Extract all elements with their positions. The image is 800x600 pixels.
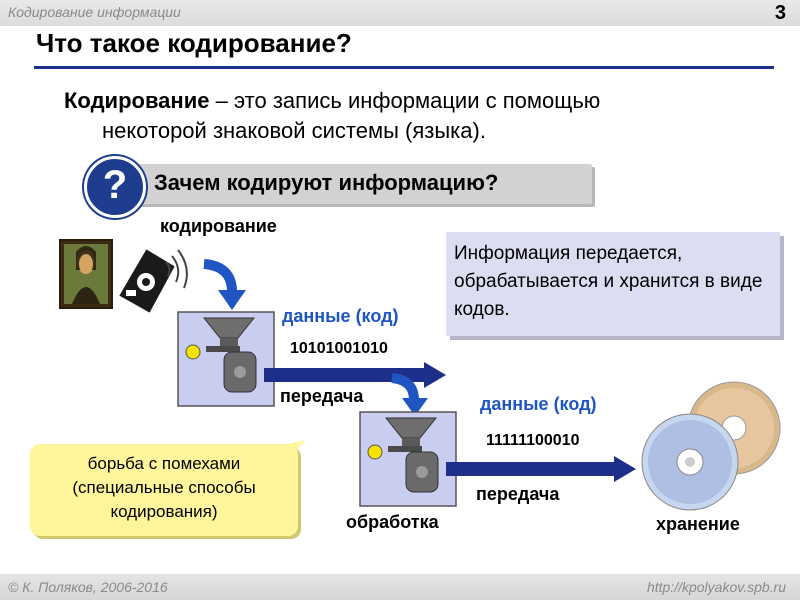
funnel-device-icon [185,317,257,393]
question-text: Зачем кодируют информацию? [154,170,499,195]
question-icon-glyph: ? [102,163,128,207]
note-box: борьба с помехами (специальные способы к… [30,444,298,536]
footer-copyright: © К. Поляков, 2006-2016 [8,579,168,595]
slide-title: Что такое кодирование? [36,28,352,58]
storage-label: хранение [656,514,740,534]
cd-disc-icon [641,381,781,511]
question-bar: Зачем кодируют информацию? [114,164,592,204]
title-divider [34,66,774,69]
definition-line2: некоторой знаковой системы (языка). [102,118,486,143]
code-value-1: 10101001010 [290,340,388,357]
data-label-1: данные (код) [282,306,399,326]
transfer-label-2: передача [476,484,560,504]
info-text: Информация передается, обрабатывается и … [454,243,763,320]
slide-number: 3 [774,2,786,24]
encoding-label: кодирование [160,216,277,236]
transfer-label-1: передача [280,386,364,406]
info-box: Информация передается, обрабатывается и … [446,232,780,336]
definition-term: Кодирование [64,88,210,113]
painting-image [59,239,113,309]
definition-text: Кодирование – это запись информации с по… [64,86,744,146]
data-label-2: данные (код) [480,394,597,414]
slide-subject: Кодирование информации [8,4,181,20]
footer-link[interactable]: http://kpolyakov.spb.ru [646,579,786,595]
slide-header: Кодирование информации 3 [0,0,800,26]
definition-rest: – это запись информации с помощью [209,88,601,113]
processing-label: обработка [346,512,439,532]
floppy-device-image [116,246,178,316]
question-icon: ? [84,156,146,218]
transfer-arrow-2 [446,456,636,482]
note-text: борьба с помехами (специальные способы к… [72,454,256,521]
funnel-device-icon-2 [367,417,439,493]
code-value-2: 11111100010 [486,432,580,449]
slide-footer: © К. Поляков, 2006-2016 http://kpolyakov… [0,574,800,600]
transfer-arrow-1 [264,362,446,388]
encoding-arrow [203,259,246,310]
sound-waves-icon [165,249,188,289]
down-arrow-2 [391,373,428,416]
